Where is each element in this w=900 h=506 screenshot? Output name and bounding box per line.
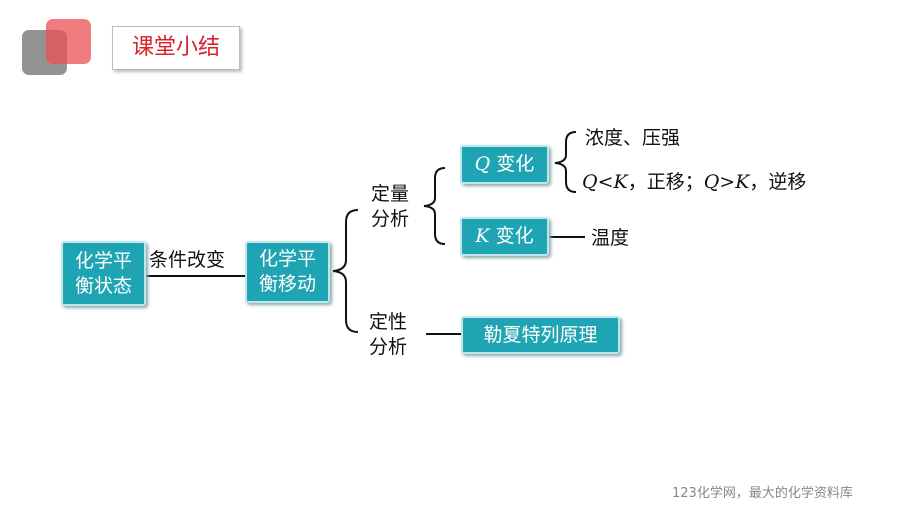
quant-line2: 分析 [371, 208, 410, 230]
brace-main [332, 209, 359, 333]
q-variable: Q [474, 153, 491, 175]
brace-q [554, 131, 577, 193]
qual-line1: 定性 [369, 311, 408, 333]
shift-line1: 化学平 [258, 248, 316, 270]
k-variable: K [475, 225, 490, 247]
q-k-comparison: Q<K，正移；Q>K，逆移 [582, 170, 806, 195]
le-chatelier-box: 勒夏特列原理 [461, 316, 620, 354]
state-line2: 衡状态 [74, 274, 132, 297]
concentration-pressure: 浓度、压强 [585, 127, 681, 149]
forward-shift: ，正移； [627, 171, 704, 193]
k-change-label: 变化 [495, 225, 534, 247]
op1: < [597, 171, 614, 193]
k-change-box: K 变化 [460, 217, 549, 256]
reverse-shift: ，逆移 [749, 171, 807, 193]
equilibrium-state-box: 化学平 衡状态 [61, 241, 146, 306]
quant-line1: 定量 [371, 183, 410, 205]
quantitative-analysis: 定量 分析 [371, 182, 409, 232]
shift-line2: 衡移动 [258, 273, 316, 295]
equilibrium-shift-box: 化学平 衡移动 [245, 241, 330, 303]
state-line1: 化学平 [74, 249, 132, 272]
page-title: 课堂小结 [112, 26, 240, 70]
k1: K [613, 171, 628, 193]
qual-line2: 分析 [369, 336, 408, 358]
temperature-label: 温度 [591, 227, 630, 249]
qualitative-analysis: 定性 分析 [369, 310, 407, 360]
op2: > [719, 171, 736, 193]
q2: Q [703, 171, 720, 193]
q1: Q [582, 171, 598, 193]
logo-red-square [46, 19, 91, 64]
footer-watermark: 123化学网，最大的化学资料库 [672, 486, 853, 501]
k2: K [735, 171, 750, 193]
brace-quant [423, 167, 446, 245]
q-change-box: Q 变化 [460, 145, 549, 184]
q-change-label: 变化 [496, 153, 535, 175]
condition-change-label: 条件改变 [149, 249, 226, 271]
